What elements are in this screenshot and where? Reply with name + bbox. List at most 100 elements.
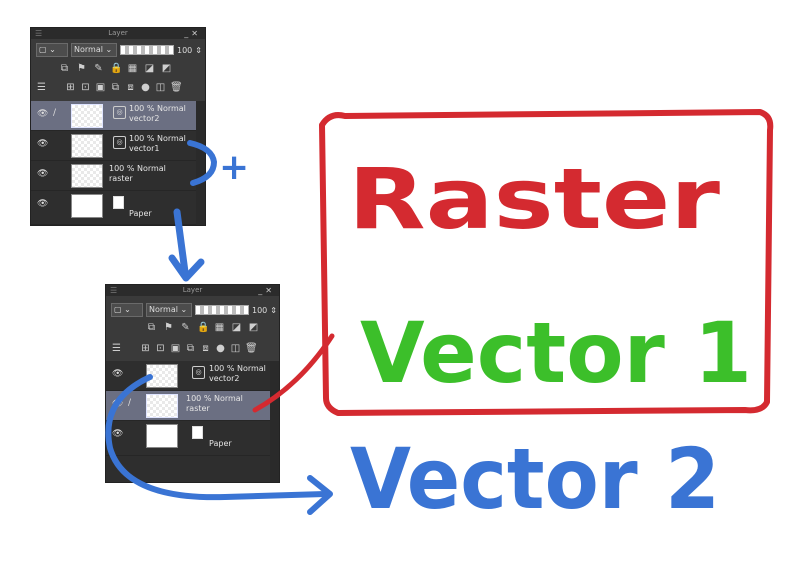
- blue-down-arrow: [173, 208, 189, 276]
- panel-title: Layer: [108, 29, 128, 37]
- blue-curve-arrow: [105, 374, 328, 501]
- draft-icon[interactable]: ✎: [181, 322, 190, 333]
- trash-icon[interactable]: 🗑: [245, 343, 258, 354]
- layer-mode: 100 % Normal: [186, 394, 243, 403]
- layer-name: raster: [186, 404, 210, 413]
- layer-mode: 100 % Normal: [129, 134, 186, 143]
- layer-mode: 100 % Normal: [129, 104, 186, 113]
- layer-list-icon[interactable]: ☰: [112, 343, 121, 354]
- layer-panel-1: ☰ Layer _✕ ▢ ⌄ Normal ⌄ 100 ⇕ ⧉ ⚑ ✎ 🔒 ▦ …: [30, 27, 206, 226]
- create-mask-icon[interactable]: ●: [216, 343, 225, 354]
- reference-icon[interactable]: ⚑: [77, 63, 86, 74]
- opacity-stepper-icon[interactable]: ⇕: [270, 305, 277, 315]
- layer-scrollbar[interactable]: [196, 101, 205, 225]
- window-buttons[interactable]: _✕: [184, 29, 201, 38]
- eye-icon[interactable]: 👁: [112, 369, 124, 379]
- layer-thumbnail: [71, 104, 103, 128]
- layer-name: vector1: [129, 144, 160, 153]
- mask-off-icon[interactable]: ◩: [248, 322, 259, 333]
- layer-name: vector2: [129, 114, 160, 123]
- layer-thumbnail: [146, 394, 178, 418]
- lock-icon[interactable]: 🔒: [197, 322, 210, 333]
- trash-icon[interactable]: 🗑: [170, 82, 183, 93]
- layer-list-icon[interactable]: ☰: [37, 82, 46, 93]
- duplicate-icon[interactable]: ⧉: [111, 82, 120, 93]
- new-folder-icon[interactable]: ▣: [170, 343, 181, 354]
- lock-transparency-icon[interactable]: ▦: [214, 322, 225, 333]
- layer-tools-row: ⧉ ⚑ ✎ 🔒 ▦ ◪ ◩: [146, 321, 259, 335]
- panel-titlebar[interactable]: ☰ Layer _✕: [106, 285, 279, 296]
- layer-actions-row: ☰ ⊞ ⊡ ▣ ⧉ ⧈ ● ◫ 🗑: [36, 81, 183, 95]
- layer-mode: 100 % Normal: [209, 364, 266, 373]
- layer-thumbnail: [71, 134, 103, 158]
- apply-mask-icon[interactable]: ◫: [230, 343, 241, 354]
- blue-down-arrowhead: [168, 254, 205, 282]
- layer-row-paper[interactable]: 👁 Paper: [31, 191, 196, 225]
- vector-layer-icon: ◎: [192, 366, 205, 379]
- layer-name: Paper: [129, 209, 152, 218]
- eye-icon[interactable]: 👁: [37, 139, 49, 149]
- opacity-stepper-icon[interactable]: ⇕: [195, 45, 202, 55]
- mask-off-icon[interactable]: ◩: [161, 63, 172, 74]
- new-vector-layer-icon[interactable]: ⊡: [81, 82, 90, 93]
- pen-icon: ∕: [128, 398, 132, 408]
- opacity-slider[interactable]: [195, 305, 249, 315]
- opacity-value[interactable]: 100: [177, 45, 193, 55]
- merge-down-icon[interactable]: ⧈: [127, 82, 134, 93]
- eye-icon[interactable]: 👁: [37, 169, 49, 179]
- new-raster-layer-icon[interactable]: ⊞: [141, 343, 150, 354]
- layer-thumbnail: [71, 164, 103, 188]
- layer-panel-2: ☰ Layer _✕ ▢ ⌄ Normal ⌄ 100 ⇕ ⧉ ⚑ ✎ 🔒 ▦ …: [105, 284, 280, 483]
- menu-icon[interactable]: ☰: [35, 29, 43, 38]
- layer-row-vector2[interactable]: 👁 ∕ ◎ 100 % Normal vector2: [31, 101, 196, 131]
- layer-row-raster[interactable]: 👁 100 % Normal raster: [31, 161, 196, 191]
- layer-row-paper[interactable]: 👁 Paper: [106, 421, 270, 456]
- layer-mode: 100 % Normal: [109, 164, 166, 173]
- new-raster-layer-icon[interactable]: ⊞: [66, 82, 75, 93]
- blend-row: ▢ ⌄ Normal ⌄ 100 ⇕: [106, 301, 279, 319]
- layer-row-vector1[interactable]: 👁 ◎ 100 % Normal vector1: [31, 131, 196, 161]
- eye-icon[interactable]: 👁: [112, 429, 124, 439]
- layer-row-vector2[interactable]: 👁 ◎ 100 % Normal vector2: [106, 361, 270, 391]
- layer-scrollbar[interactable]: [270, 361, 279, 482]
- mask-icon[interactable]: ◪: [231, 322, 242, 333]
- opacity-slider[interactable]: [120, 45, 174, 55]
- merge-down-icon[interactable]: ⧈: [202, 343, 209, 354]
- vector2-label: Vector 2: [350, 430, 720, 528]
- window-buttons[interactable]: _✕: [258, 286, 275, 295]
- clip-icon[interactable]: ⧉: [60, 63, 69, 74]
- draft-icon[interactable]: ✎: [94, 63, 103, 74]
- vector-layer-icon: ◎: [113, 106, 126, 119]
- opacity-value[interactable]: 100: [252, 305, 268, 315]
- layer-tools-row: ⧉ ⚑ ✎ 🔒 ▦ ◪ ◩: [59, 62, 172, 76]
- blend-row: ▢ ⌄ Normal ⌄ 100 ⇕: [31, 41, 205, 59]
- new-vector-layer-icon[interactable]: ⊡: [156, 343, 165, 354]
- create-mask-icon[interactable]: ●: [141, 82, 150, 93]
- mask-icon[interactable]: ◪: [144, 63, 155, 74]
- layer-row-raster[interactable]: 👁 ∕ 100 % Normal raster: [106, 391, 270, 421]
- blend-mode-dropdown[interactable]: Normal ⌄: [71, 43, 117, 57]
- blend-mode-dropdown[interactable]: Normal ⌄: [146, 303, 192, 317]
- menu-icon[interactable]: ☰: [110, 286, 118, 295]
- layer-name: Paper: [209, 439, 232, 448]
- eye-icon[interactable]: 👁: [37, 199, 49, 209]
- duplicate-icon[interactable]: ⧉: [186, 343, 195, 354]
- apply-mask-icon[interactable]: ◫: [155, 82, 166, 93]
- clip-icon[interactable]: ⧉: [147, 322, 156, 333]
- new-folder-icon[interactable]: ▣: [95, 82, 106, 93]
- reference-icon[interactable]: ⚑: [164, 322, 173, 333]
- red-frame: [319, 109, 774, 416]
- plus-sign: +: [219, 147, 249, 188]
- panel-titlebar[interactable]: ☰ Layer _✕: [31, 28, 205, 39]
- lock-icon[interactable]: 🔒: [110, 63, 123, 74]
- eye-icon[interactable]: 👁: [37, 109, 49, 119]
- vector-layer-icon: ◎: [113, 136, 126, 149]
- layer-thumbnail: [71, 194, 103, 218]
- color-dropdown[interactable]: ▢ ⌄: [111, 303, 143, 317]
- layer-list: 👁 ∕ ◎ 100 % Normal vector2 👁 ◎ 100 % Nor…: [31, 101, 196, 225]
- lock-transparency-icon[interactable]: ▦: [127, 63, 138, 74]
- color-dropdown[interactable]: ▢ ⌄: [36, 43, 68, 57]
- vector1-label: Vector 1: [360, 304, 752, 402]
- layer-thumbnail: [146, 424, 178, 448]
